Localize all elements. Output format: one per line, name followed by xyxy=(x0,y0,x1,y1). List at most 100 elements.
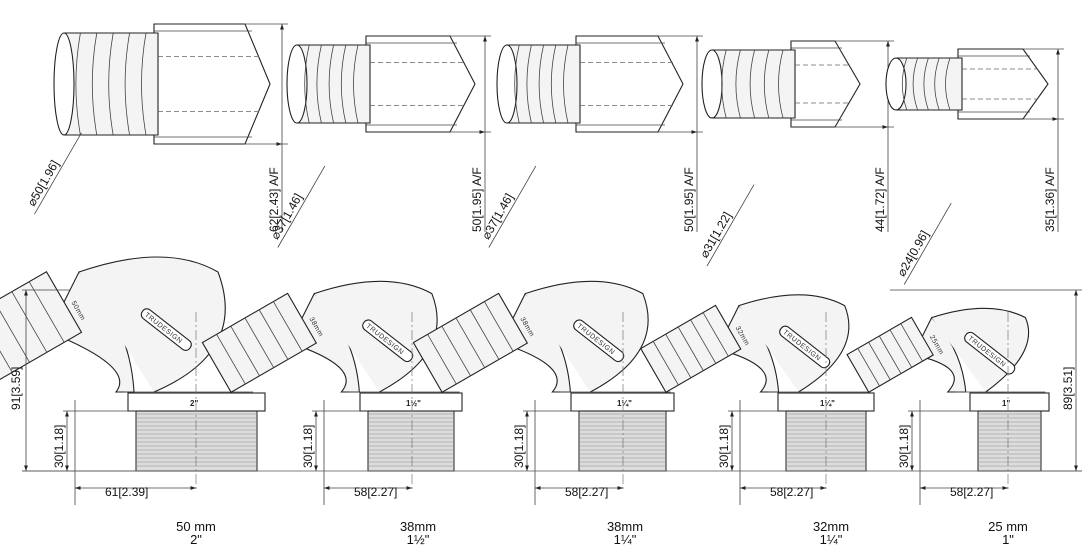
thread-height-label: 30[1.18] xyxy=(512,425,526,468)
tail-rib xyxy=(455,317,486,368)
flange xyxy=(127,392,266,412)
tail-rib xyxy=(514,44,520,124)
threaded-spigot xyxy=(977,410,1042,472)
tail-rib xyxy=(563,44,569,124)
diameter-dimension: ⌀24[0.96] xyxy=(894,202,952,285)
tail-rib xyxy=(273,301,303,352)
tail-rib xyxy=(328,44,334,124)
hex-nut xyxy=(790,40,861,128)
hex-nut xyxy=(153,23,271,145)
tail-rib xyxy=(721,49,727,119)
caption-in-2: 1½" xyxy=(406,532,430,547)
caption-in-1: 2" xyxy=(190,532,202,547)
tail-rib xyxy=(749,49,755,119)
tail-rib xyxy=(934,57,940,111)
tail-rib xyxy=(857,348,880,387)
af-dimension-label: 35[1.36] A/F xyxy=(1043,167,1057,232)
tail-rib xyxy=(258,309,289,360)
tail-rib xyxy=(690,319,717,364)
width-label: 58[2.27] xyxy=(950,485,993,499)
width-label: 58[2.27] xyxy=(770,485,813,499)
tail-rib xyxy=(702,312,729,357)
diameter-leader xyxy=(488,165,537,248)
tail-rib xyxy=(216,334,246,385)
diameter-leader xyxy=(903,202,952,285)
caption-in-4: 1¼" xyxy=(819,532,843,547)
brand-badge xyxy=(362,319,414,363)
thread-size-label: 1½" xyxy=(406,399,421,408)
flange xyxy=(359,392,463,412)
tail-rib xyxy=(230,325,260,377)
tail-rib xyxy=(0,301,30,363)
hex-nut xyxy=(575,35,684,133)
tail-rib xyxy=(677,326,704,371)
tail-rib xyxy=(441,325,471,377)
tail-rib xyxy=(75,32,81,136)
diameter-leader xyxy=(34,132,82,215)
fitting-1: 62[2.43] A/F2"50mmTRUDESIGN30[1.18]61[2.… xyxy=(0,23,288,505)
height-label-left: 91[3.59] xyxy=(9,367,23,410)
tail-rib xyxy=(878,335,902,374)
caption-in-5: 1" xyxy=(1002,532,1014,547)
tail-rib xyxy=(550,44,557,124)
top-view-3: 50[1.95] A/F xyxy=(496,35,703,232)
tail-rib xyxy=(108,32,114,136)
diameter-dimension: ⌀31[1.22] xyxy=(697,184,755,267)
angled-hose-tail: 50mm xyxy=(0,270,86,394)
caption-mm-5: 25 mm xyxy=(988,519,1028,534)
diameter-leader xyxy=(277,165,326,248)
tail-rib xyxy=(538,44,544,124)
top-view-4: 44[1.72] A/F xyxy=(701,40,894,232)
tail-rib xyxy=(340,44,347,124)
brand-badge xyxy=(140,308,192,351)
tail-rib xyxy=(868,342,891,380)
diameter-dimension: ⌀50[1.96] xyxy=(24,132,82,215)
brand-badge xyxy=(573,319,625,363)
tail-rib xyxy=(665,333,692,379)
thread-height-label: 30[1.18] xyxy=(717,425,731,468)
hex-nut xyxy=(957,48,1049,120)
diameter-label: ⌀31[1.22] xyxy=(697,209,734,260)
diameter-label: ⌀50[1.96] xyxy=(24,158,61,209)
tail-rib xyxy=(469,309,500,360)
caption-mm-2: 38mm xyxy=(399,519,437,534)
tail-rib xyxy=(304,44,310,124)
angled-hose-tail: 25mm xyxy=(846,316,945,393)
tail-rib xyxy=(91,32,98,136)
tail-rib xyxy=(28,281,65,343)
tail-rib xyxy=(484,301,514,352)
width-label: 58[2.27] xyxy=(354,485,397,499)
tail-rib xyxy=(141,32,147,136)
top-view-1: 62[2.43] A/F xyxy=(53,23,288,232)
tail-rib xyxy=(244,317,275,368)
brand-badge xyxy=(964,331,1016,375)
tail-rib xyxy=(353,44,359,124)
af-dimension-label: 50[1.95] A/F xyxy=(470,167,484,232)
tail-rib xyxy=(124,32,130,136)
tail-rib xyxy=(763,49,770,119)
tail-rib xyxy=(526,44,532,124)
top-view-5: 35[1.36] A/F xyxy=(885,48,1064,232)
tail-rib xyxy=(0,311,13,373)
thread-size-label: 2" xyxy=(190,399,198,408)
tail-opening xyxy=(53,32,75,136)
tail-opening xyxy=(885,57,907,111)
thread-height-label: 30[1.18] xyxy=(897,425,911,468)
tail-rib xyxy=(889,329,913,368)
thread-size-label: 1¼" xyxy=(617,399,632,408)
tail-rib xyxy=(652,341,679,386)
tail-rib xyxy=(912,57,918,111)
tail-rib xyxy=(945,57,951,111)
tail-opening xyxy=(496,44,518,124)
height-label-right: 89[3.51] xyxy=(1061,367,1075,410)
angled-hose-tail: 32mm xyxy=(639,304,750,393)
tail-rib xyxy=(923,57,929,111)
brand-badge xyxy=(779,325,831,369)
af-dimension-label: 44[1.72] A/F xyxy=(873,167,887,232)
tail-rib xyxy=(735,49,741,119)
